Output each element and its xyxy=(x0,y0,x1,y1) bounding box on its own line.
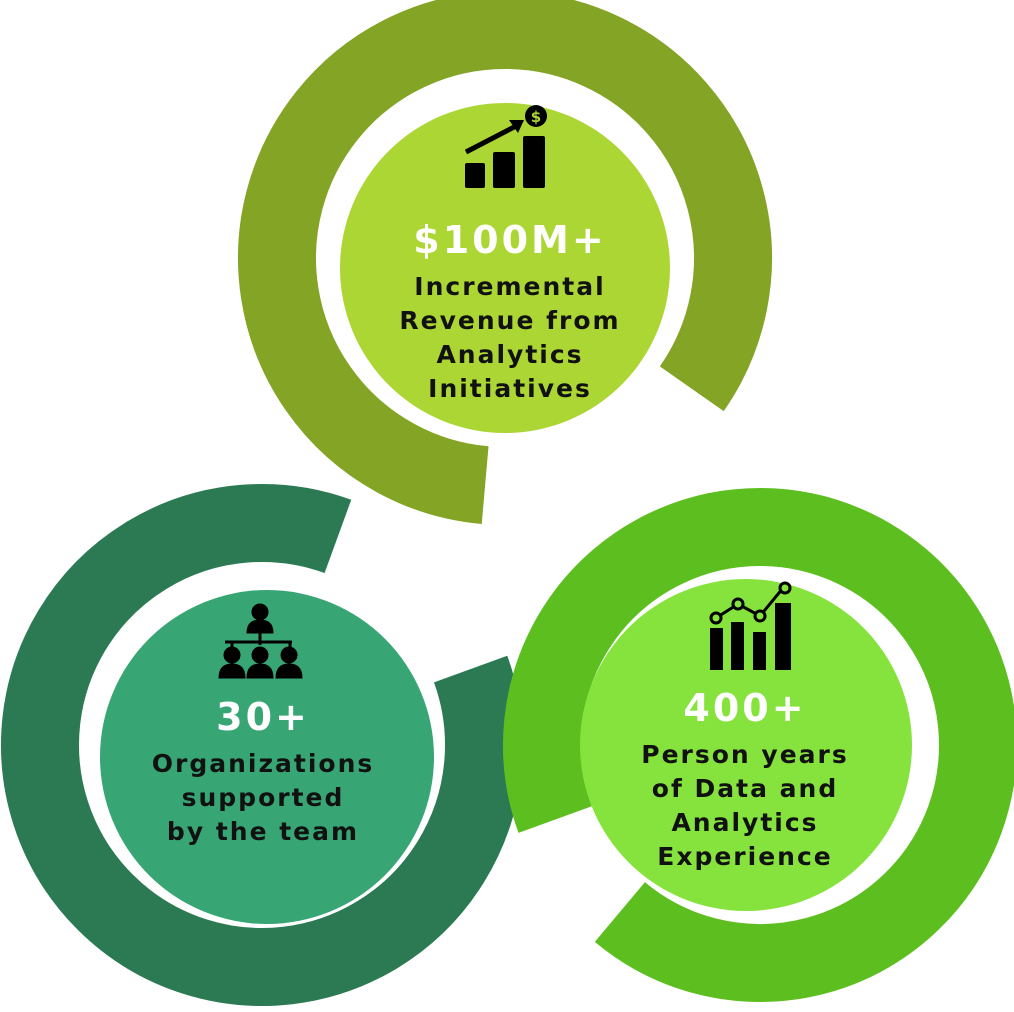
stat-line: Analytics xyxy=(671,808,819,837)
stat-value: 30+ xyxy=(216,695,310,739)
stat-value: $100M+ xyxy=(413,218,607,262)
left-ring xyxy=(1,484,523,1006)
revenue-growth-chart-icon: $ xyxy=(464,105,547,188)
org-hierarchy-icon xyxy=(218,603,303,679)
stat-line: Initiatives xyxy=(428,374,592,403)
top-ring xyxy=(238,0,772,524)
stat-line: supported xyxy=(181,783,345,812)
stat-line: Analytics xyxy=(436,340,584,369)
stat-line: Incremental xyxy=(414,272,606,301)
stat-line: of Data and xyxy=(651,774,839,803)
svg-text:$: $ xyxy=(531,108,541,126)
right-ring xyxy=(503,488,1014,1002)
stat-revenue: $100M+ Incremental Revenue from Analytic… xyxy=(360,218,660,406)
stat-line: Revenue from xyxy=(399,306,621,335)
left-stat-circle xyxy=(100,590,434,924)
stat-line: Person years xyxy=(641,740,849,769)
right-stat-circle xyxy=(580,579,912,911)
stat-experience: 400+ Person years of Data and Analytics … xyxy=(600,686,890,874)
stat-line: by the team xyxy=(166,817,360,846)
stat-line: Experience xyxy=(657,842,833,871)
bar-line-chart-icon xyxy=(709,581,792,670)
stat-value: 400+ xyxy=(683,686,807,730)
stat-line: Organizations xyxy=(151,749,375,778)
stat-organizations: 30+ Organizations supported by the team xyxy=(118,695,408,849)
top-stat-circle xyxy=(340,103,670,433)
